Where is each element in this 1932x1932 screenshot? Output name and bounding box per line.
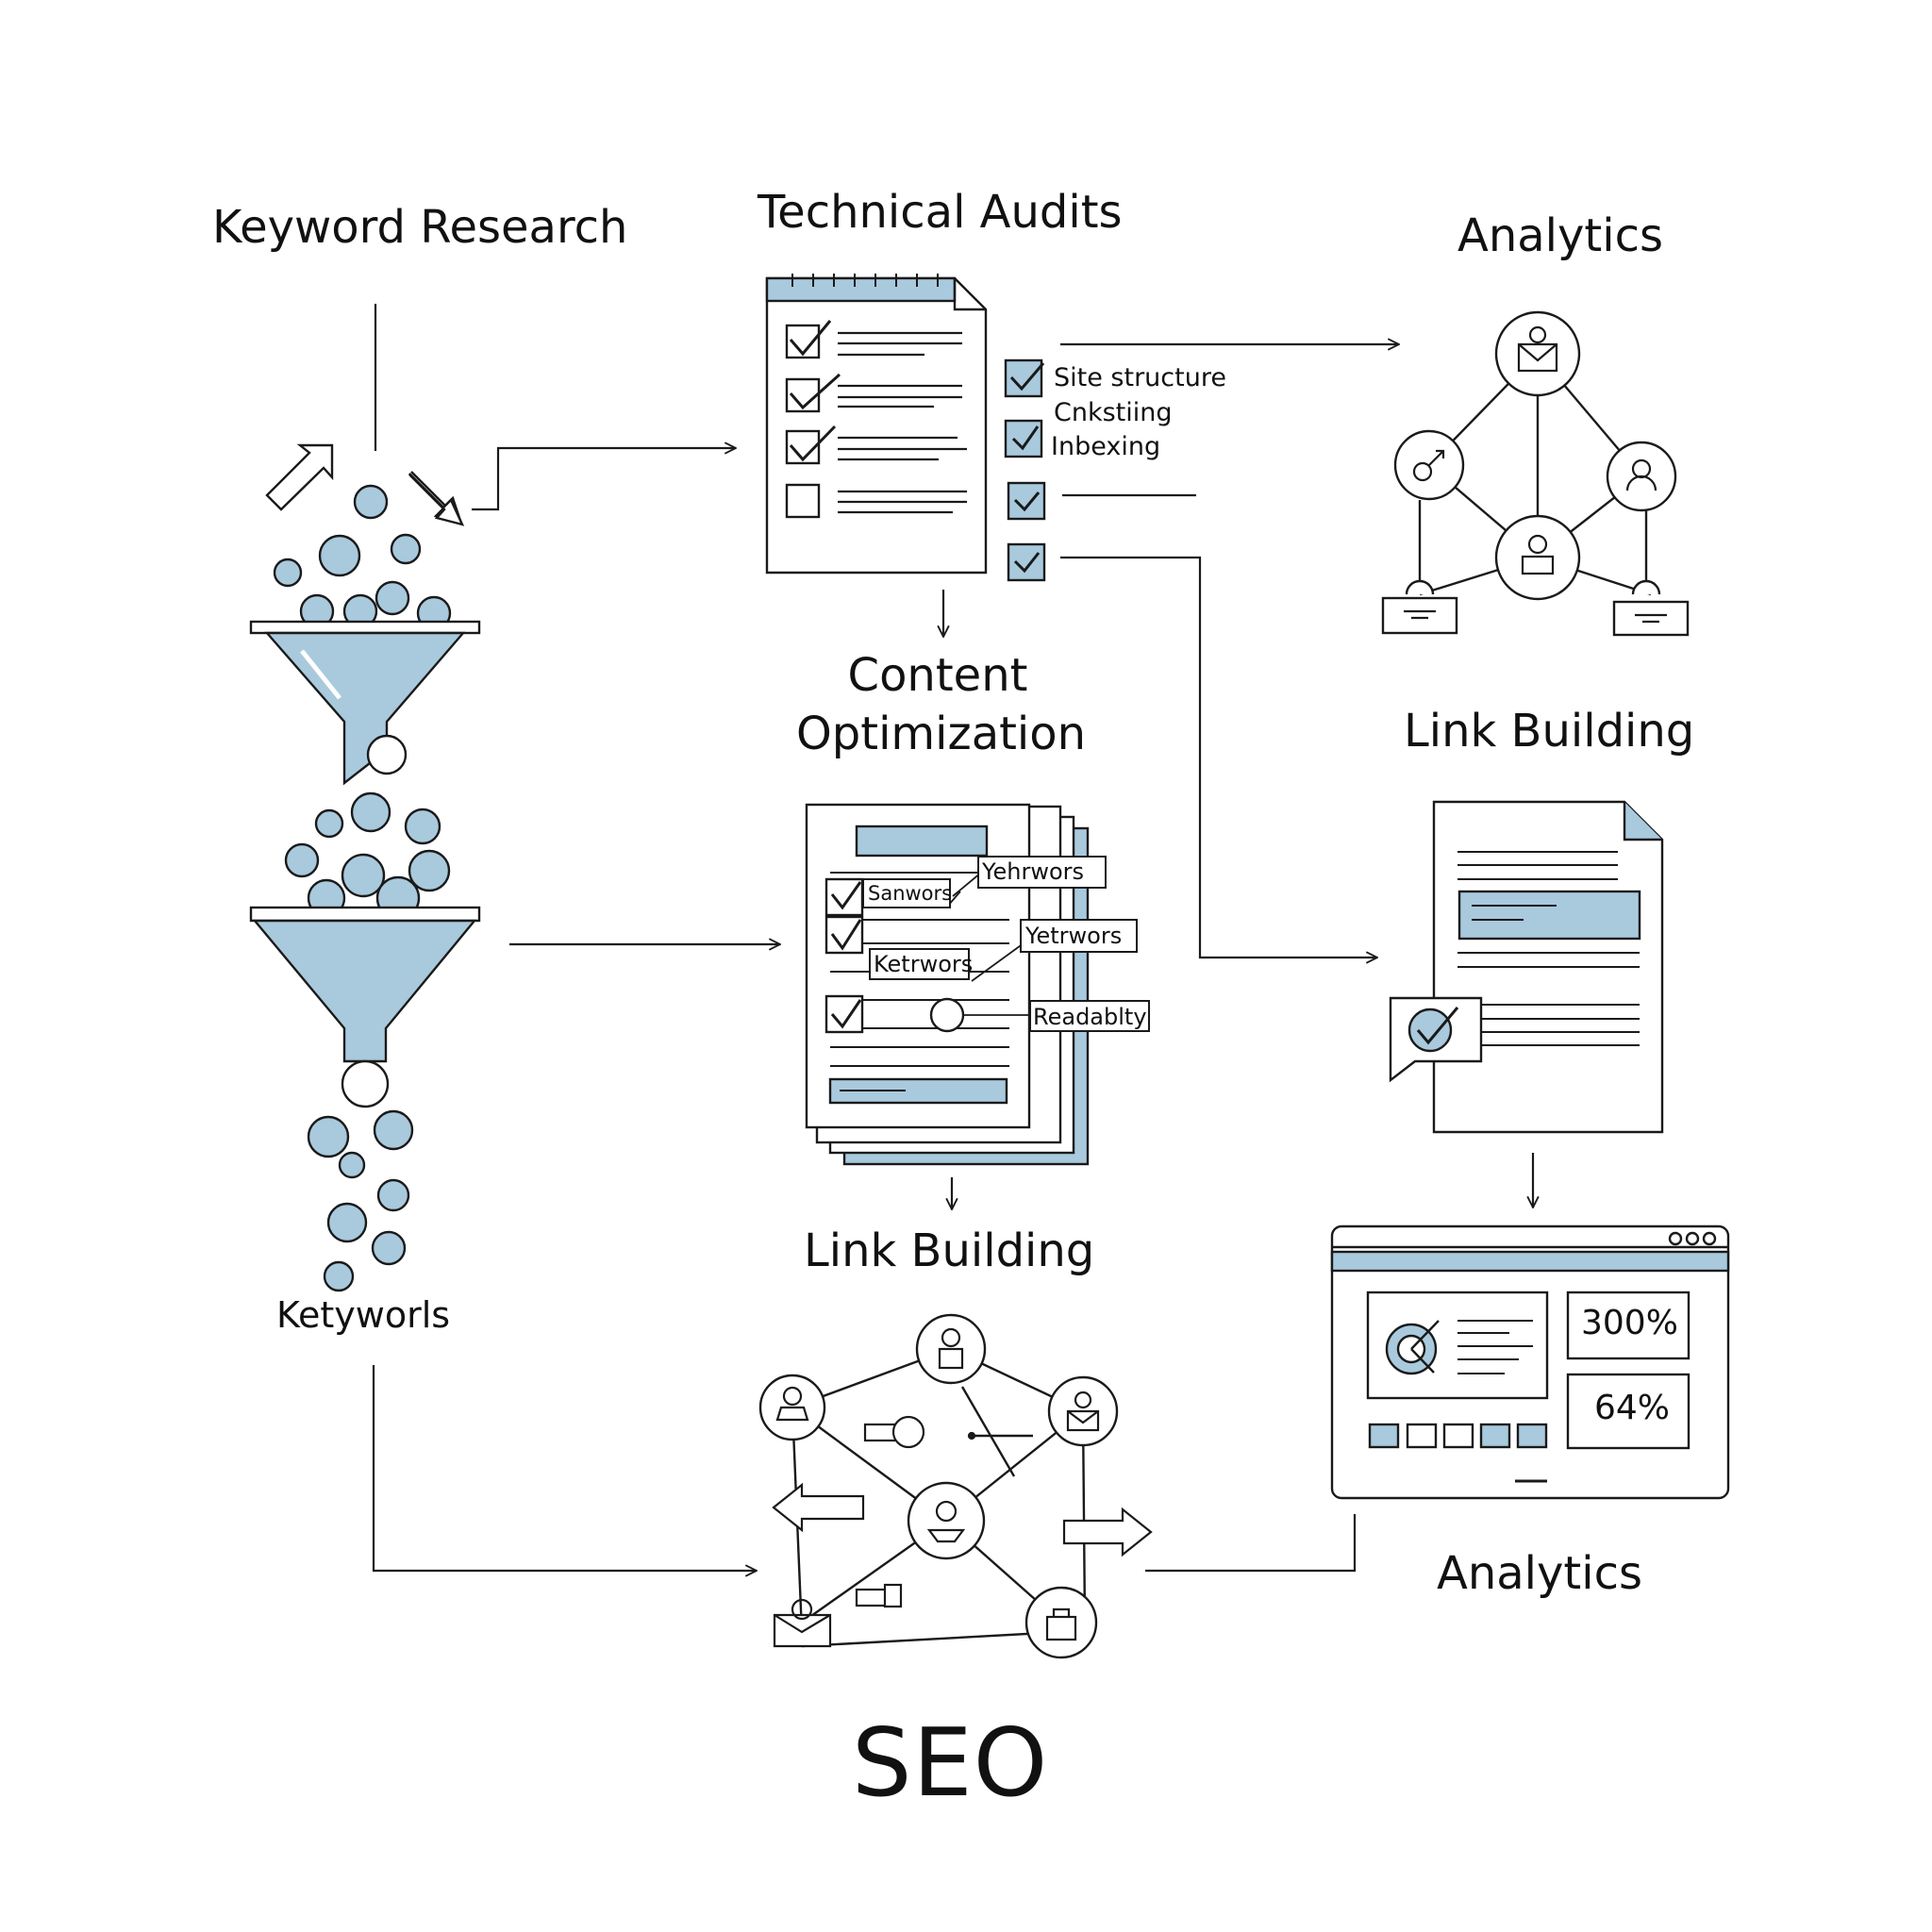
link-doc-highlight [1457, 890, 1641, 941]
keyword-bubbles-bottom [307, 1109, 414, 1292]
connector-network-to-dashboard [1145, 1514, 1357, 1573]
audit-binding-ticks [791, 274, 939, 287]
network-nodes [1381, 310, 1690, 637]
content-tag-2: Sanwors [868, 882, 953, 905]
dashboard-tab-strip [1368, 1423, 1548, 1449]
arrow-right-icon [1062, 1507, 1153, 1557]
lb-link-icons [772, 1415, 1153, 1608]
funnel-bottom-body [252, 919, 477, 1063]
keywords-caption: Ketyworls [276, 1294, 451, 1336]
audit-check-indexing: Inbexing [1051, 432, 1161, 461]
funnel-bottom-output [341, 1059, 390, 1108]
connector-audits-to-linkbuilding [1060, 556, 1377, 958]
content-tag-boxes [862, 856, 1150, 1032]
funnel-top-output [366, 734, 408, 775]
audit-text-lines [838, 331, 967, 514]
content-optimization-title-line2: Optimization [796, 708, 1087, 760]
content-doc-header-bar [855, 824, 989, 858]
content-tag-1: Yehrwors [982, 858, 1084, 885]
link-building-doc [1389, 800, 1664, 1134]
keyword-funnels [249, 443, 481, 1292]
content-docs [805, 803, 1150, 1166]
analytics-dashboard [1330, 1224, 1730, 1500]
keyword-research-title: Keyword Research [212, 201, 628, 254]
audit-check-site-structure: Site structure [1054, 363, 1226, 392]
arrow-up-right-icon [265, 443, 334, 511]
analytics-network [1381, 310, 1690, 637]
stat-card-1 [1566, 1291, 1690, 1360]
connector-funnel-to-audits [472, 448, 736, 511]
content-tag-leaders [947, 872, 1030, 1016]
audit-check-marks [789, 320, 841, 462]
analytics-top-title: Analytics [1457, 209, 1663, 262]
funnel-bottom-rim [249, 906, 481, 923]
audit-document-header [765, 276, 957, 303]
stat-value-1: 300% [1581, 1304, 1678, 1342]
keyword-bubbles-top [273, 484, 452, 631]
audit-check-crawling: Cnkstiing [1054, 398, 1173, 427]
keyword-bubbles-mid [284, 791, 451, 921]
link-building-right-title: Link Building [1404, 705, 1695, 758]
funnel-top-rim [249, 620, 481, 635]
lb-network-icons [773, 1327, 1100, 1648]
arrow-down-right-icon-2 [408, 473, 465, 526]
analytics-bottom-title: Analytics [1437, 1547, 1642, 1600]
network-node-icons [1404, 325, 1667, 624]
content-optimization-title-line1: Content [847, 649, 1028, 702]
audit-checklist [765, 274, 1046, 582]
seo-title: SEO [852, 1707, 1049, 1818]
link-building-network [758, 1313, 1153, 1659]
funnel-top-body [264, 631, 466, 786]
content-tag-5: Readablty [1033, 1004, 1147, 1030]
arrow-left-icon [772, 1482, 865, 1533]
audit-document [765, 276, 988, 575]
content-tag-3: Yetrwors [1025, 923, 1123, 949]
audit-side-checkboxes [1004, 358, 1046, 582]
link-building-bottom-title: Link Building [804, 1224, 1095, 1277]
connector-keywords-to-network [372, 1365, 757, 1571]
technical-audits-title: Technical Audits [758, 186, 1123, 239]
window-controls [1668, 1231, 1717, 1246]
stat-value-2: 64% [1594, 1389, 1671, 1427]
audit-side-check-marks [1009, 362, 1045, 574]
connectors [372, 304, 1533, 1573]
content-tag-4: Ketrwors [874, 951, 974, 977]
readability-icon [929, 997, 965, 1033]
stat-card-2 [1566, 1373, 1690, 1450]
